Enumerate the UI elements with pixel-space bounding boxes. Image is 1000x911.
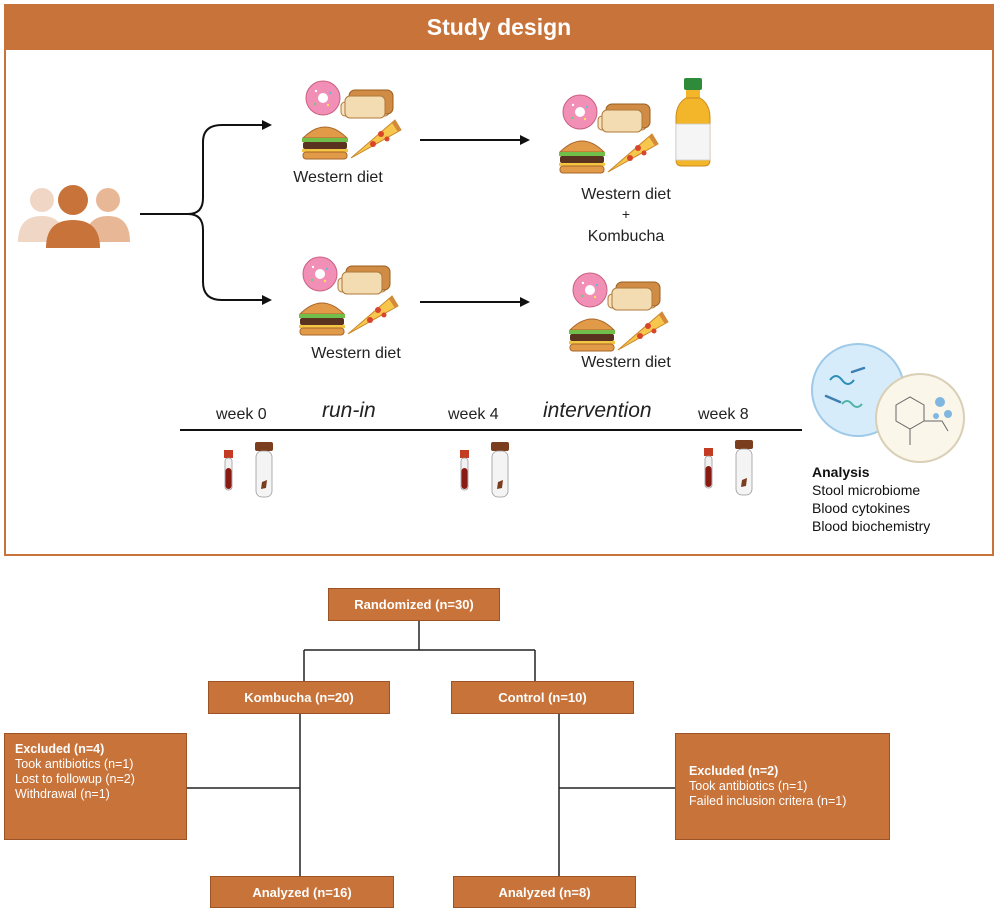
excluded-left-line-2: Lost to followup (n=2) xyxy=(15,772,135,786)
bottom-baseline-label: Western diet xyxy=(311,345,401,362)
participants-icon xyxy=(18,185,130,248)
top-intervention-plus: + xyxy=(621,206,631,222)
intervention-label: intervention xyxy=(543,399,652,422)
analysis-item-stool: Stool microbiome xyxy=(812,482,921,498)
excluded-right-line-1: Took antibiotics (n=1) xyxy=(689,779,808,793)
analysis-icon xyxy=(811,343,965,463)
kombucha-box: Kombucha (n=20) xyxy=(208,681,390,714)
control-box: Control (n=10) xyxy=(451,681,634,714)
excluded-right-box: Excluded (n=2) Took antibiotics (n=1) Fa… xyxy=(675,733,890,840)
week-0-label: week 0 xyxy=(216,406,267,423)
excluded-left-heading: Excluded (n=4) xyxy=(15,742,105,756)
study-design-title: Study design xyxy=(426,14,572,40)
analyzed-left-box: Analyzed (n=16) xyxy=(210,876,394,908)
analysis-list: Analysis Stool microbiome Blood cytokine… xyxy=(812,463,930,535)
excluded-right-heading: Excluded (n=2) xyxy=(689,764,779,778)
top-baseline-label: Western diet xyxy=(293,169,383,186)
week-8-label: week 8 xyxy=(698,406,749,423)
excluded-left-box: Excluded (n=4) Took antibiotics (n=1) Lo… xyxy=(4,733,187,840)
analysis-item-biochemistry: Blood biochemistry xyxy=(812,518,931,534)
randomized-box: Randomized (n=30) xyxy=(328,588,500,621)
analysis-heading: Analysis xyxy=(812,464,870,480)
run-in-label: run-in xyxy=(322,399,376,422)
excluded-left-line-1: Took antibiotics (n=1) xyxy=(15,757,134,771)
analysis-item-cytokines: Blood cytokines xyxy=(812,500,911,516)
excluded-left-line-3: Withdrawal (n=1) xyxy=(15,787,110,801)
week-4-label: week 4 xyxy=(448,406,499,423)
top-intervention-label-line1: Western diet xyxy=(581,186,671,203)
kombucha-bottle-icon xyxy=(675,78,711,167)
bottom-intervention-label: Western diet xyxy=(581,354,671,371)
analyzed-right-box: Analyzed (n=8) xyxy=(453,876,636,908)
study-design-header xyxy=(4,4,994,50)
excluded-right-line-2: Failed inclusion critera (n=1) xyxy=(689,794,847,808)
top-intervention-label-line2: Kombucha xyxy=(587,228,665,245)
